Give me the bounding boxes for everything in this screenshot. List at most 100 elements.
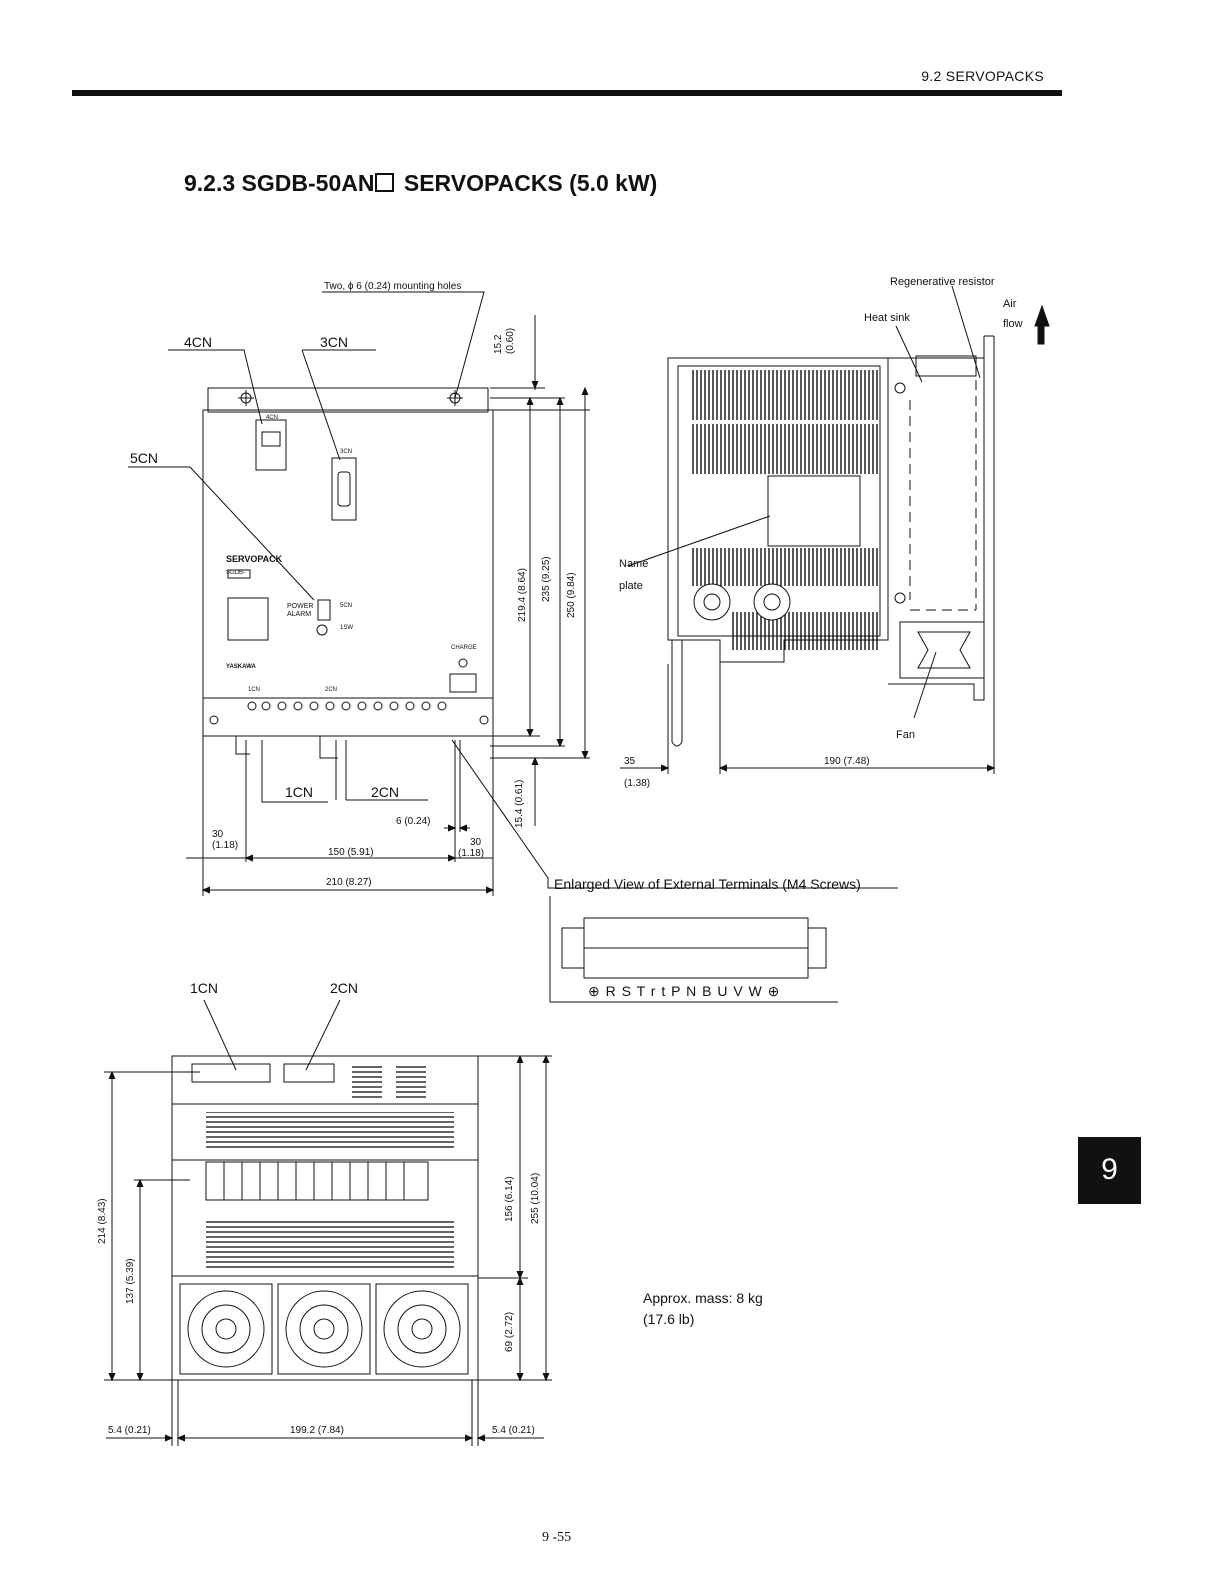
mounting-holes-label: Two, ϕ 6 (0.24) mounting holes [324,281,462,292]
panel-power: POWER [287,603,314,610]
dim-5-4-right: 5.4 (0.21) [492,1425,535,1436]
heatsink-fins-low [692,548,878,586]
fan-side-right [753,583,791,621]
leader-nameplate [627,515,771,567]
dim-214: 214 (8.43) [97,1198,108,1244]
title-suffix: SERVOPACKS (5.0 kW) [397,170,658,196]
cn4-label: 4CN [184,334,213,350]
dim-15-4: 15.4 (0.61) [514,779,525,828]
leader-3cn [301,349,376,461]
fan-label: Fan [896,729,915,741]
side-body [667,357,889,663]
bottom-top-section [171,1055,479,1105]
dim-210: 210 (8.27) [326,877,372,888]
dim-30-right: 30(1.18) [458,837,485,859]
panel-1sw: 1SW [340,625,354,631]
dim-15-2: 15.2(0.60) [493,327,516,354]
leader-heatsink [895,325,923,383]
side-rear-section [888,357,985,701]
air-label: Air [1003,298,1017,310]
bottom-cn2-label: 2CN [330,980,359,996]
regenerative-resistor [915,355,977,377]
panel-tag-4cn: 4CN [266,415,279,421]
name-plate [767,475,861,547]
rotary-switch-1sw [316,624,328,636]
bottom-cn1-label: 1CN [190,980,219,996]
mounting-hole-left [238,390,254,406]
dim-35: 35 [624,756,636,767]
cn2-label: 2CN [371,784,400,800]
running-header: 9.2 SERVOPACKS [921,68,1044,84]
terminal-screws [247,701,447,711]
warning-label [227,597,269,641]
title-prefix: 9.2.3 SGDB-50AN [184,170,375,196]
cn3-label: 3CN [320,334,349,350]
panel-brand: SERVOPACK [226,554,283,564]
panel-tag-3cn: 3CN [340,449,353,455]
section-title: 9.2.3 SGDB-50AN SERVOPACKS (5.0 kW) [184,170,657,197]
dim-30-left: 30(1.18) [212,829,239,851]
connector-1cn-body [191,1063,271,1083]
panel-model: SGDB- [226,570,246,576]
connector-4cn [255,419,287,471]
leader-terminals [451,739,898,889]
dim-255: 255 (10.04) [530,1172,541,1224]
chapter-tab: 9 [1078,1137,1141,1204]
leader-4cn [168,349,263,425]
front-terminal-strip [202,697,494,737]
leader-regen [951,285,981,379]
bottom-fan-section [171,1275,479,1381]
terminal-enlarged-view [549,896,838,1003]
dim-69: 69 (2.72) [504,1311,515,1352]
flow-label: flow [1003,318,1023,330]
model-box-symbol [375,173,395,192]
nameplate-label-2: plate [619,580,643,592]
dim-5-4-left: 5.4 (0.21) [108,1425,151,1436]
panel-tag-2cn: 2CN [325,687,338,693]
panel-tag-1cn: 1CN [248,687,261,693]
dim-156: 156 (6.14) [504,1176,515,1222]
heatsink-fins-top [692,370,878,420]
dim-137: 137 (5.39) [125,1258,136,1304]
leader-fan [913,651,937,719]
bottom-view [104,999,552,1446]
fan-housing [899,621,985,679]
terminal-row [205,1161,429,1201]
dim-250: 250 (9.84) [566,572,577,618]
dim-219-4: 219.4 (8.64) [517,568,528,622]
leader-mounting-holes [322,291,485,399]
cn1-label: 1CN [285,784,314,800]
dim-190: 190 (7.48) [824,756,870,767]
heatsink-fins-bottom [732,612,878,650]
panel-alarm: ALARM [287,611,312,618]
leader-bottom-1cn [203,999,237,1071]
side-view [620,285,1050,774]
approx-mass: Approx. mass: 8 kg(17.6 lb) [643,1290,763,1327]
dim-199-2: 199.2 (7.84) [290,1425,344,1436]
panel-5cn: 5CN [340,603,353,609]
page-number: 9 -55 [542,1530,572,1545]
connector-2cn-body [283,1063,335,1083]
heatsink-fins-mid [692,424,878,474]
header-rule [72,90,1062,96]
dim-150: 150 (5.91) [328,847,374,858]
front-top-flange [207,387,489,413]
fan-2 [277,1283,371,1375]
terminal-labels: ⊕ R S T r t P N B U V W ⊕ [588,983,781,999]
front-view [128,291,898,896]
leader-bottom-2cn [305,999,341,1071]
cn5-label: 5CN [130,450,159,466]
charge-lamp [449,673,477,693]
connector-3cn [331,457,357,521]
regen-label: Regenerative resistor [890,276,995,288]
side-cable [671,640,683,747]
panel-maker: YASKAWA [226,664,256,670]
heatsink-label: Heat sink [864,312,910,324]
leader-5cn [128,466,315,601]
dim-35-in: (1.38) [624,778,651,789]
panel-charge: CHARGE [451,645,477,651]
dim-235: 235 (9.25) [541,556,552,602]
nameplate-label-1: Name [619,558,649,570]
leader-1cn [261,800,328,803]
